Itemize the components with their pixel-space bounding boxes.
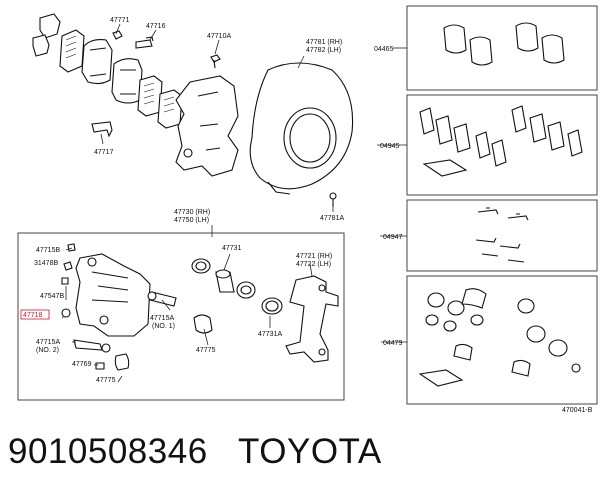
label-04945[interactable]: 04945 [380,143,400,150]
part-labels: 47771 47716 47710A 47781 (RH) 47782 (LH)… [20,17,593,414]
label-47710a[interactable]: 47710A [207,33,231,40]
leader-lines [61,23,407,383]
shim-kit-04945-drawing [419,105,583,177]
slide-pin-47715a [147,291,177,307]
bolt-47781a [329,192,337,207]
label-47721-rh[interactable]: 47721 (RH) [296,253,332,260]
dust-shield-47781 [249,62,354,195]
kit-box-04479 [406,275,598,405]
highlight-box-47718 [20,309,50,320]
pad-kit-04465-drawing [443,22,565,66]
label-04465[interactable]: 04465 [374,46,394,53]
kit-box-04465 [406,5,598,91]
seal-kit-04479-drawing [418,288,581,387]
label-47782-lh[interactable]: 47782 (LH) [306,47,341,54]
caliper-body [75,253,151,337]
label-47547b[interactable]: 47547B [40,293,64,300]
label-47771[interactable]: 47771 [110,17,130,24]
label-47715a-no1[interactable]: 47715A [150,315,174,322]
label-no2: (NO. 2) [36,347,59,354]
bleeder-bolt-47710a [210,54,221,69]
label-47775-mid[interactable]: 47775 [196,347,216,354]
caliper-assembly-box [17,232,345,401]
footer-brand: TOYOTA [238,432,382,471]
label-47715a-no2[interactable]: 47715A [36,339,60,346]
label-47781a[interactable]: 47781A [320,215,344,222]
footer-part-number: 9010508346 [8,432,208,471]
label-47731a[interactable]: 47731A [258,331,282,338]
label-no1: (NO. 1) [152,323,175,330]
parts-diagram: 47771 47716 47710A 47781 (RH) 47782 (LH)… [17,5,598,414]
label-47731[interactable]: 47731 [222,245,242,252]
label-47718[interactable]: 47718 [23,312,43,319]
label-47722-lh[interactable]: 47722 (LH) [296,261,331,268]
caliper-bracket-top [175,75,239,177]
label-47716[interactable]: 47716 [146,23,166,30]
boot-47775 [193,314,213,334]
label-47715b[interactable]: 47715B [36,247,60,254]
kit-box-04947 [406,199,598,272]
label-47775-bottom[interactable]: 47775 [96,377,116,384]
diagram-code: 470041-B [562,407,593,414]
label-47750-lh[interactable]: 47750 (LH) [174,217,209,224]
label-31478b[interactable]: 31478B [34,260,58,267]
brake-pad-exploded-group [32,13,183,138]
label-47717[interactable]: 47717 [94,149,114,156]
label-47730-rh[interactable]: 47730 (RH) [174,209,210,216]
label-47781-rh[interactable]: 47781 (RH) [306,39,342,46]
label-04947[interactable]: 04947 [383,234,403,241]
label-47769[interactable]: 47769 [72,361,92,368]
piston-seal-set [191,258,283,315]
label-04479[interactable]: 04479 [383,340,403,347]
clip-kit-04947-drawing [475,207,529,263]
mounting-bracket-47721 [285,275,339,363]
